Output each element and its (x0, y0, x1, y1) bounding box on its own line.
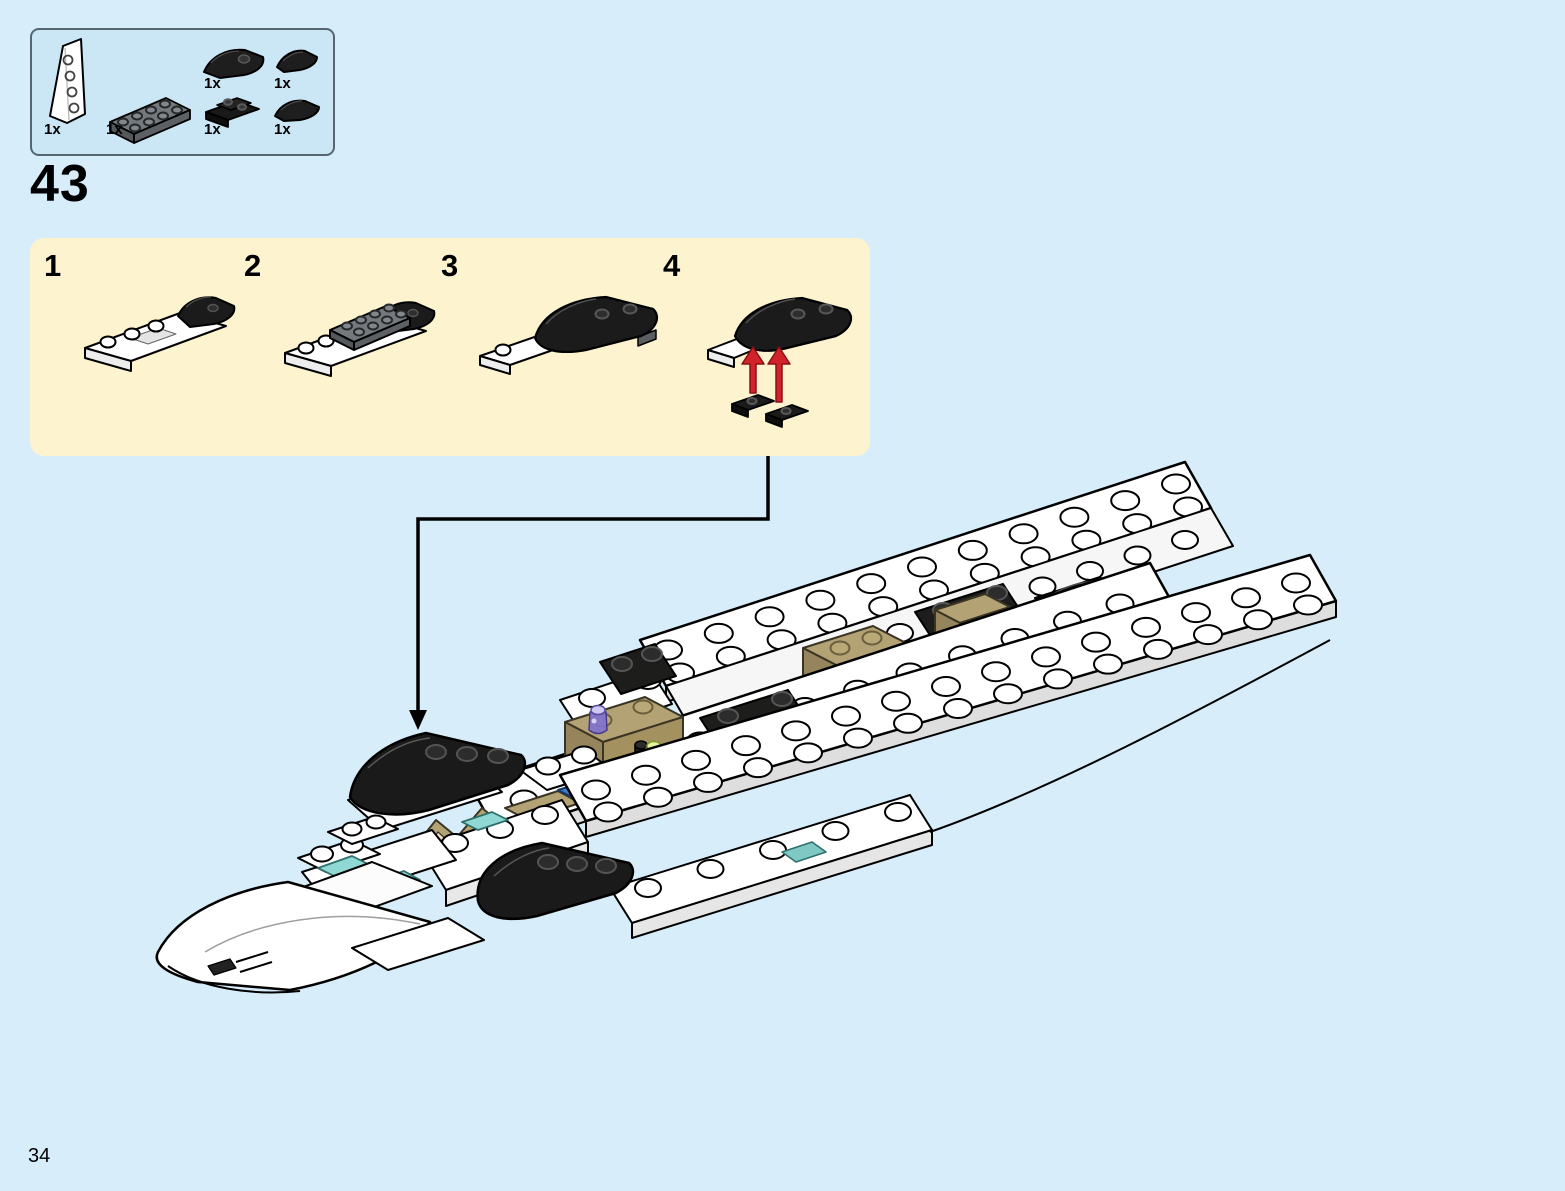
substep-number: 1 (44, 248, 62, 283)
substep-2-assembly (284, 301, 436, 377)
part-count-label: 1x (204, 75, 221, 92)
lower-hull-ledge (609, 639, 1331, 939)
part-black-plate-stack (205, 97, 260, 128)
part-black-slope-1x2 (276, 49, 318, 73)
substep-3-assembly (479, 295, 659, 375)
part-dark-gray-plate-2x4 (109, 97, 191, 144)
attach-piece (731, 394, 775, 418)
parts-callout-art (49, 38, 320, 144)
attach-piece (765, 404, 809, 428)
part-count-label: 1x (106, 121, 123, 138)
up-arrow-icon (741, 346, 765, 394)
substep-1-assembly (84, 296, 236, 372)
part-count-label: 1x (274, 121, 291, 138)
page-number: 34 (28, 1145, 51, 1167)
part-black-curved-slope-1x2 (274, 99, 320, 122)
part-black-curved-slope-2x2 (203, 48, 265, 79)
white-edge-plate (519, 745, 613, 791)
step-number: 43 (30, 155, 90, 213)
substep-number: 3 (441, 248, 459, 283)
substeps-panel: 1 2 3 4 (30, 238, 870, 456)
part-white-wedge-plate (49, 38, 86, 124)
up-arrow-icon (767, 346, 791, 403)
parts-callout-box: 1x 1x 1x 1x 1x 1x (30, 28, 335, 156)
part-count-label: 1x (44, 121, 61, 138)
part-count-label: 1x (274, 75, 291, 92)
substep-number: 4 (663, 248, 681, 283)
substeps-art (84, 295, 853, 428)
far-wing-step-plate (559, 643, 677, 735)
substep-4-assembly (707, 296, 853, 428)
down-arrow-icon (409, 456, 770, 730)
engine-canopy (476, 841, 635, 921)
near-wing-plate (558, 553, 1338, 838)
potion-bottle-purple (588, 704, 608, 735)
canopy-subassembly-placed (348, 731, 527, 816)
substep-number: 2 (244, 248, 262, 283)
part-count-label: 1x (204, 121, 221, 138)
